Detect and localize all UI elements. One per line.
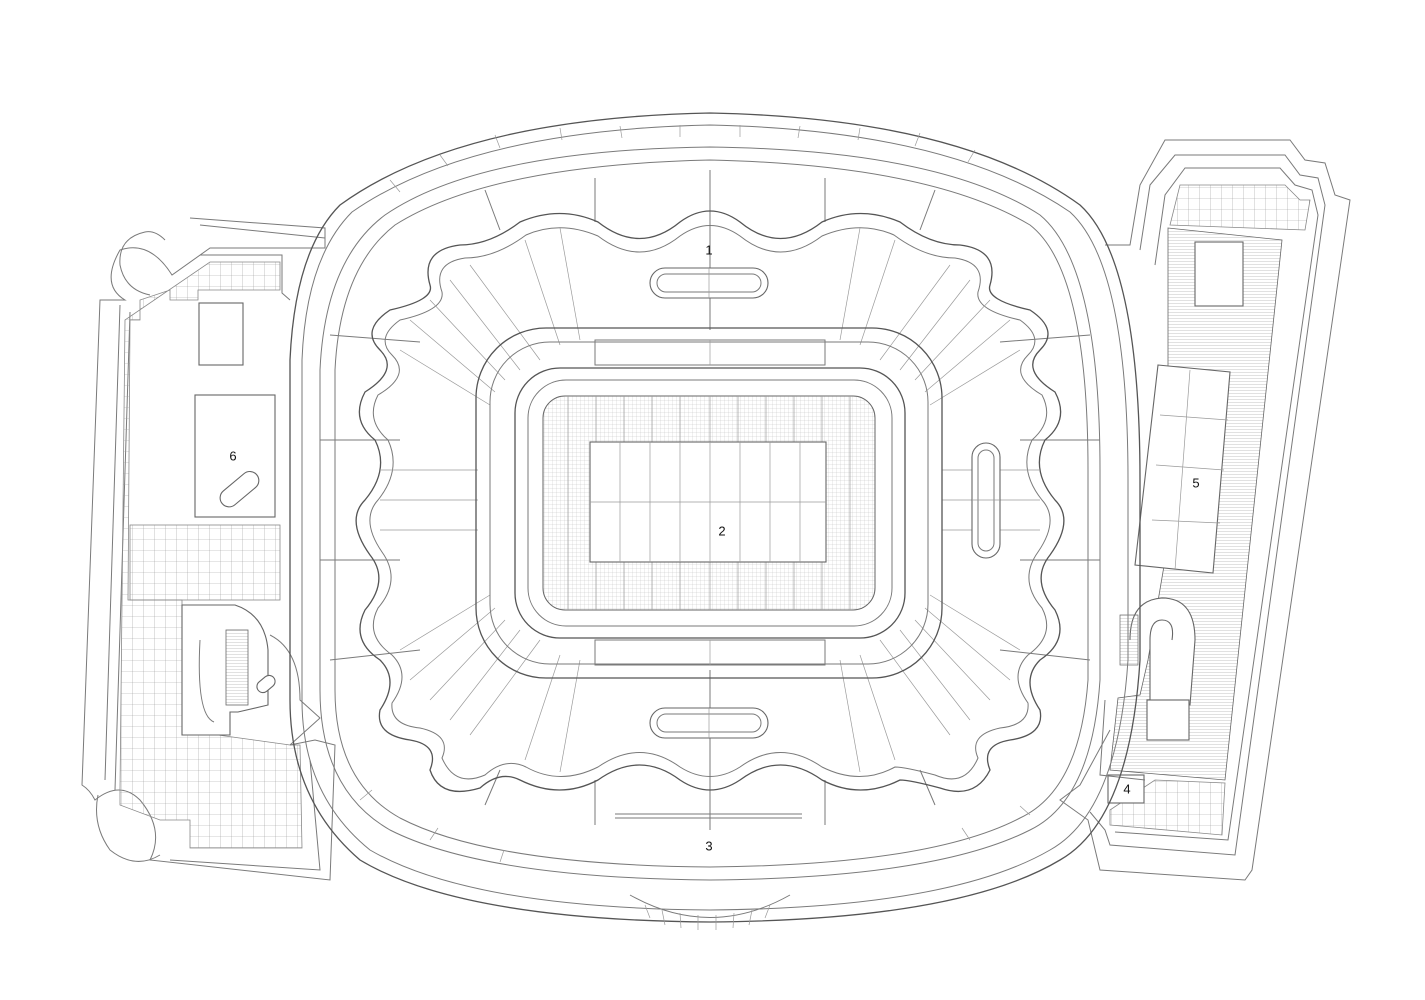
right-wing bbox=[1059, 139, 1351, 881]
label-6: 6 bbox=[229, 448, 236, 463]
area-labels: 1 2 3 4 5 6 bbox=[229, 242, 1199, 853]
openings bbox=[615, 267, 1001, 819]
label-5: 5 bbox=[1192, 475, 1199, 490]
left-wing bbox=[81, 217, 336, 881]
label-1: 1 bbox=[705, 242, 712, 257]
label-3: 3 bbox=[705, 838, 712, 853]
label-4: 4 bbox=[1123, 781, 1130, 796]
outer-rings bbox=[289, 112, 1141, 930]
seating-bowl bbox=[320, 170, 1100, 830]
label-2: 2 bbox=[718, 523, 725, 538]
field bbox=[475, 327, 943, 679]
